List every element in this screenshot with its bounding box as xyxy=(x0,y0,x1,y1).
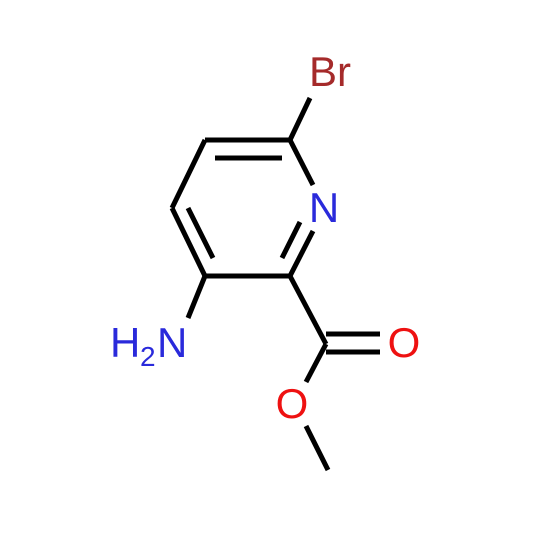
bond-oester-methyl xyxy=(303,424,331,472)
bond-n1-c6 xyxy=(287,138,316,187)
amino-h: H xyxy=(110,319,140,366)
carbonyl-oxygen-label: O xyxy=(388,319,421,366)
ester-oxygen-label: O xyxy=(276,380,309,427)
atom-labels: Br N O O H 2 N xyxy=(110,48,420,427)
bond-c4-c3-inner xyxy=(185,206,216,260)
bond-carbonyl-oester xyxy=(303,342,329,384)
ring-nitrogen-label: N xyxy=(309,184,339,231)
bond-c4-c3 xyxy=(169,206,208,278)
amino-subscript: 2 xyxy=(140,341,156,372)
bonds xyxy=(169,96,380,472)
bond-c2-carbonyl xyxy=(287,274,329,346)
bond-c3-nh2 xyxy=(185,275,208,319)
bond-c2-n1 xyxy=(287,229,316,278)
bromine-label: Br xyxy=(309,48,351,95)
amino-n: N xyxy=(157,319,187,366)
amino-label: H 2 N xyxy=(110,319,187,372)
bond-c5-c4 xyxy=(169,138,208,210)
bond-c6-br xyxy=(287,96,313,142)
bond-c2-n1-inner xyxy=(279,220,303,260)
